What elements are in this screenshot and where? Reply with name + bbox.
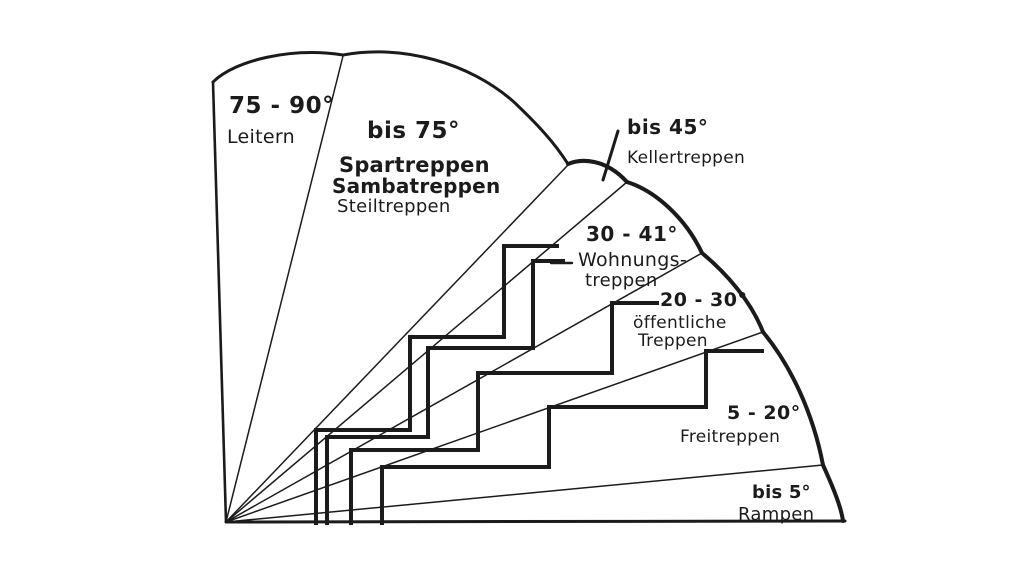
ray-75-deg: [225, 55, 344, 523]
stair-profile-20-deg: [380, 349, 764, 525]
label-name-freitreppen: Freitreppen: [680, 427, 780, 447]
stair-profile-41-deg: [325, 259, 565, 525]
label-name-wohnungstreppen-2: treppen: [585, 270, 658, 291]
label-name-oeffentliche-2: Treppen: [637, 331, 708, 351]
label-range-freitreppen: 5 - 20°: [727, 402, 801, 424]
stair-profile-30-deg: [349, 301, 659, 525]
fan-left-edge: [211, 80, 228, 524]
arc-leitern: [211, 51, 345, 84]
label-name-oeffentliche-1: öffentliche: [633, 313, 727, 333]
arc-oeffentliche: [700, 251, 765, 334]
label-name-spartreppen: Spartreppen: [339, 153, 490, 177]
fan-baseline: [224, 519, 847, 524]
stair-profile-45-deg: [314, 244, 559, 525]
kellertreppen-leader-line: [601, 129, 620, 182]
label-name-kellertreppen: Kellertreppen: [627, 148, 745, 168]
arc-wohnungstreppen: [625, 180, 704, 255]
arc-freitreppen: [761, 330, 825, 467]
label-name-wohnungstreppen-1: Wohnungs-: [578, 249, 687, 271]
label-range-rampen: bis 5°: [752, 482, 811, 503]
arc-rampen: [821, 463, 845, 523]
label-range-kellertreppen: bis 45°: [627, 115, 708, 139]
arc-kellertreppen: [566, 158, 629, 184]
label-range-oeffentliche: 20 - 30°: [660, 289, 748, 311]
label-name-leitern: Leitern: [227, 126, 295, 148]
label-name-steiltreppen: Steiltreppen: [337, 196, 451, 217]
arc-steiltreppen: [341, 50, 570, 166]
label-range-wohnungstreppen: 30 - 41°: [586, 222, 678, 246]
label-range-steiltreppen: bis 75°: [367, 118, 460, 144]
label-name-rampen: Rampen: [738, 504, 814, 525]
ray-30-deg: [225, 252, 703, 523]
ray-45-deg: [225, 164, 569, 523]
label-range-leitern: 75 - 90°: [229, 93, 334, 119]
label-name-sambatreppen: Sambatreppen: [332, 174, 500, 198]
